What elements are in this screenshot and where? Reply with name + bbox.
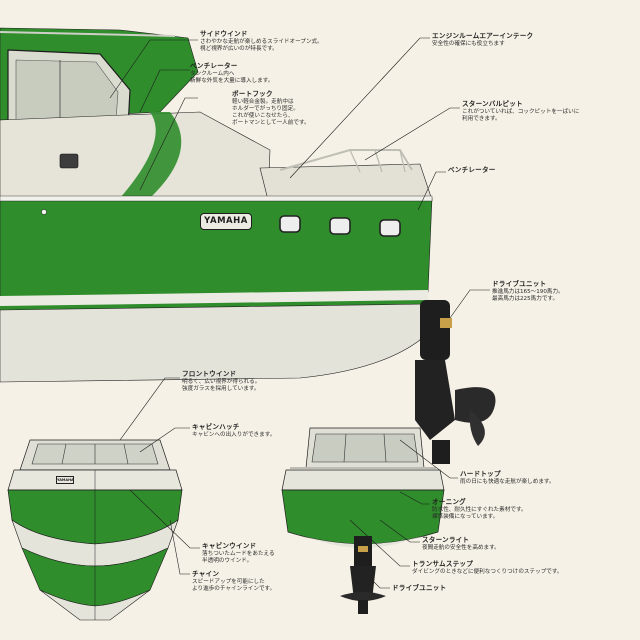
callout-line: 視ど視界が広いのが特長です。 — [200, 45, 278, 52]
callout-title: ベンチレーター — [190, 62, 238, 70]
front-brand-plate: YAMAHA — [56, 476, 74, 484]
callout-line: スピードアップを可能にした — [192, 578, 265, 585]
callout-line: 強度ガラスを採用しています。 — [182, 385, 260, 392]
callout-title: ドライブユニット — [492, 280, 547, 288]
callout-line: 軽い軽合金製。走航中は — [232, 98, 294, 105]
stern-drive-upper — [415, 300, 496, 464]
callout-line: ボートマンとして一人前です。 — [232, 120, 310, 127]
leader-lines — [109, 37, 490, 589]
callout-line: より進歩のチャインラインです。 — [192, 585, 276, 592]
callout-chine: チャイン スピードアップを可能にした より進歩のチャインラインです。 — [192, 570, 275, 593]
callout-line: 推進馬力は165～190馬力。 — [492, 288, 564, 295]
callout-title: ベンチレーター — [448, 166, 496, 174]
callout-engine-air-intake: エンジンルームエアーインテーク 安全性の確保にも役立ちます — [432, 32, 533, 48]
callout-title: オーニング — [432, 498, 466, 506]
callout-title: トランサムステップ — [412, 560, 474, 568]
porthole — [329, 217, 351, 235]
callout-ventilator-upper: ベンチレーター タンクルーム内へ 新鮮な外気を大量に導入します。 — [190, 62, 273, 85]
porthole — [379, 219, 401, 237]
callout-drive-unit-upper: ドライブユニット 推進馬力は165～190馬力。 最高馬力は225馬力です。 — [492, 280, 564, 303]
callout-drive-unit-lower: ドライブユニット — [392, 584, 446, 593]
callout-title: キャビンウインド — [202, 542, 257, 550]
callout-line: 夜間走航の安全性を高めます。 — [422, 544, 500, 551]
callout-awning: オーニング 防水性、耐久性にすぐれた素材です。 標準装備になっています。 — [432, 498, 527, 521]
callout-line: 利用できます。 — [462, 115, 501, 122]
callout-transom-step: トランサムステップ ダイビングのときなどに便利なつくりつけのステップです。 — [412, 560, 563, 576]
callout-line: キャビンへの出入りができます。 — [192, 431, 276, 438]
callout-line: さわやかな走航が楽しめるスライドオープン式。 — [200, 38, 323, 45]
hull-brand-plate: YAMAHA — [200, 213, 252, 230]
callout-line: ダイビングのときなどに便利なつくりつけのステップです。 — [412, 568, 563, 575]
porthole — [279, 215, 301, 233]
callout-title: サイドウインド — [200, 30, 248, 38]
callout-line: 標準装備になっています。 — [432, 513, 499, 520]
callout-line: タンクルーム内へ — [190, 70, 235, 77]
callout-stern-bulkhead: スターンバルピット これがついていれば、コックピットを一ばいに 利用できます。 — [462, 100, 579, 123]
callout-line: 明るく、広い視界が得られる。 — [182, 378, 261, 385]
callout-title: チャイン — [192, 570, 220, 578]
callout-title: スターンライト — [422, 536, 470, 544]
stern-drive-lower — [340, 536, 386, 614]
callout-hard-top: ハードトップ 雨の日にも快適な走航が楽しめます。 — [460, 470, 555, 486]
hull-white — [0, 303, 429, 383]
callout-ventilator-lower: ベンチレーター — [448, 166, 496, 175]
callout-line: 半透明のウインド。 — [202, 557, 253, 564]
rear-hull-green — [281, 489, 445, 545]
callout-title: スターンバルピット — [462, 100, 523, 108]
callout-cabin-window: キャビンウインド 落ちついたムードをあたえる 半透明のウインド。 — [202, 542, 275, 565]
callout-stern-light: スターンライト 夜間走航の安全性を高めます。 — [422, 536, 500, 552]
callout-side-window: サイドウインド さわやかな走航が楽しめるスライドオープン式。 視ど視界が広いのが… — [200, 30, 323, 53]
callout-line: 雨の日にも快適な走航が楽しめます。 — [460, 478, 555, 485]
callout-line: 落ちついたムードをあたえる — [202, 550, 275, 557]
rear-view-boat — [281, 427, 445, 614]
callout-title: エンジンルームエアーインテーク — [432, 32, 534, 40]
callout-title: ボートフック — [232, 90, 273, 98]
callout-line: 安全性の確保にも役立ちます — [432, 40, 505, 47]
callout-line: これがついていれば、コックピットを一ばいに — [462, 108, 580, 115]
callout-title: ドライブユニット — [392, 584, 447, 592]
front-view-boat — [7, 439, 183, 621]
vent-grille — [59, 153, 79, 169]
callout-line: これが使いこなせたら、 — [232, 113, 294, 120]
callout-cabin-hatch: キャビンハッチ キャビンへの出入りができます。 — [192, 423, 275, 439]
callout-line: 防水性、耐久性にすぐれた素材です。 — [432, 506, 527, 513]
callout-line: 新鮮な外気を大量に導入します。 — [190, 77, 274, 84]
callout-title: ハードトップ — [460, 470, 501, 478]
callout-line: ホルダーでがっちり固定。 — [232, 105, 299, 112]
callout-boat-hook: ボートフック 軽い軽合金製。走航中は ホルダーでがっちり固定。 これが使いこなせ… — [232, 90, 310, 128]
side-view-boat — [0, 27, 496, 464]
callout-front-window: フロントウインド 明るく、広い視界が得られる。 強度ガラスを採用しています。 — [182, 370, 260, 393]
callout-title: キャビンハッチ — [192, 423, 240, 431]
callout-line: 最高馬力は225馬力です。 — [492, 295, 559, 302]
callout-title: フロントウインド — [182, 370, 237, 378]
